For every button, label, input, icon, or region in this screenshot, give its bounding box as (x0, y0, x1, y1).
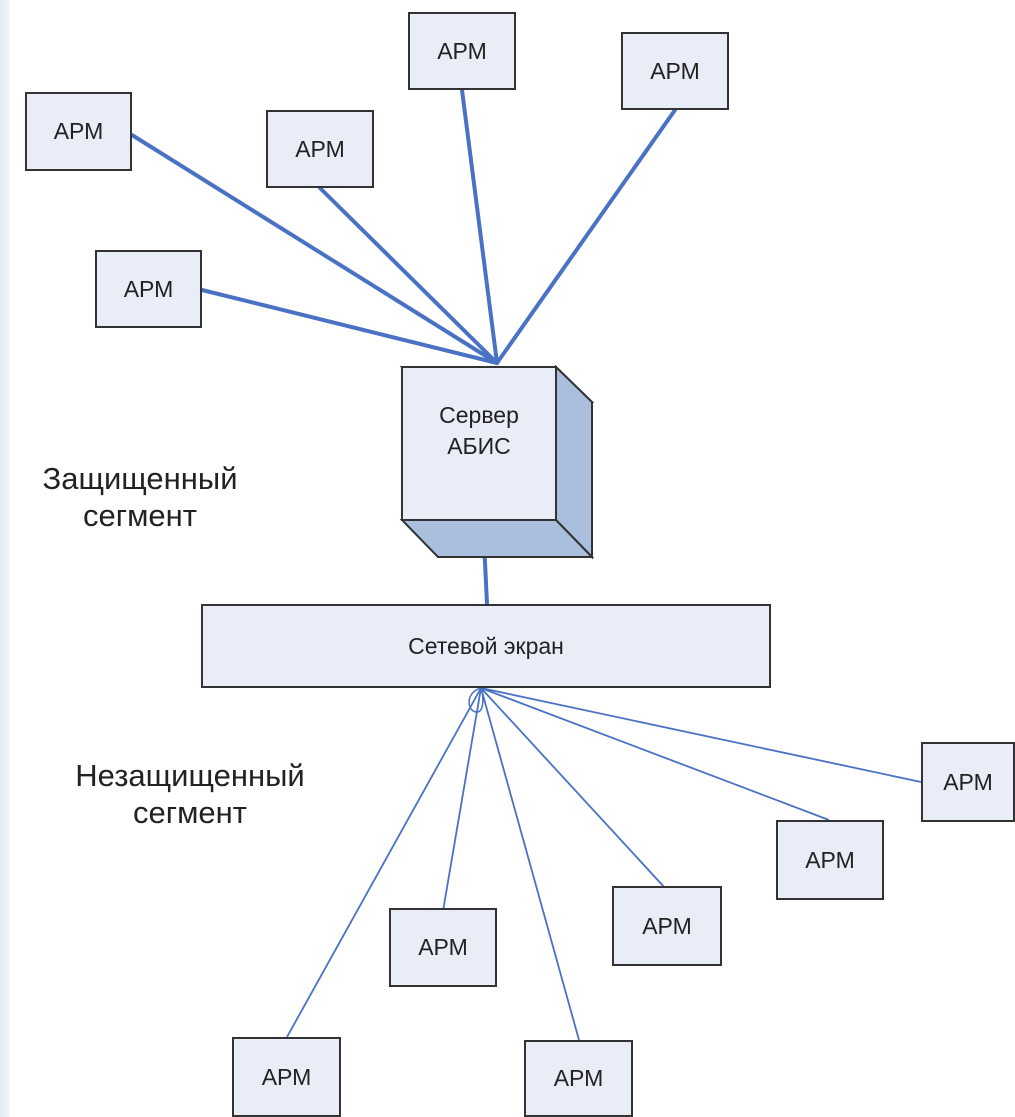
server-box[interactable] (399, 364, 595, 560)
link-protected-arm-3 (460, 88, 499, 365)
protected-segment-label-line2: сегмент (83, 498, 197, 534)
arm-workstation-protected-1[interactable]: АРМ (25, 92, 132, 171)
protected-segment-label-line1: Защищенный (42, 461, 238, 496)
arm-workstation-unprotected-3[interactable]: АРМ (524, 1040, 633, 1117)
arm-workstation-unprotected-5[interactable]: АРМ (776, 820, 884, 900)
server-label-line1: Сервер (439, 402, 519, 428)
link-unprotected-arm-5 (480, 687, 830, 821)
arm-workstation-unprotected-6[interactable]: АРМ (921, 742, 1015, 822)
link-protected-arm-2 (318, 186, 499, 365)
link-unprotected-arm-1 (286, 687, 482, 1038)
arm-workstation-protected-4[interactable]: АРМ (621, 32, 729, 110)
unprotected-segment-label-line1: Незащищенный (75, 758, 305, 793)
unprotected-segment-label-line2: сегмент (133, 795, 247, 831)
link-unprotected-arm-4 (480, 687, 666, 889)
firewall-box[interactable]: Сетевой экран (201, 604, 771, 688)
arm-workstation-protected-2[interactable]: АРМ (266, 110, 374, 188)
arm-workstation-protected-3[interactable]: АРМ (408, 12, 516, 90)
unprotected-segment-label: Незащищенный сегмент (30, 757, 350, 831)
connector-loop (468, 687, 484, 713)
left-edge-strip (0, 0, 10, 1117)
arm-workstation-protected-5[interactable]: АРМ (95, 250, 202, 328)
link-protected-arm-4 (495, 108, 677, 365)
link-protected-arm-1 (130, 133, 499, 365)
arm-workstation-unprotected-4[interactable]: АРМ (612, 886, 722, 966)
link-unprotected-arm-6 (480, 687, 922, 783)
link-unprotected-arm-2 (442, 687, 482, 912)
arm-workstation-unprotected-2[interactable]: АРМ (389, 908, 497, 987)
arm-workstation-unprotected-1[interactable]: АРМ (232, 1037, 341, 1117)
protected-segment-label: Защищенный сегмент (5, 460, 275, 534)
server-front-face (401, 366, 557, 521)
link-protected-arm-5 (200, 288, 499, 365)
server-label: Сервер АБИС (405, 400, 553, 462)
link-unprotected-arm-3 (480, 687, 580, 1041)
server-label-line2: АБИС (447, 433, 511, 460)
